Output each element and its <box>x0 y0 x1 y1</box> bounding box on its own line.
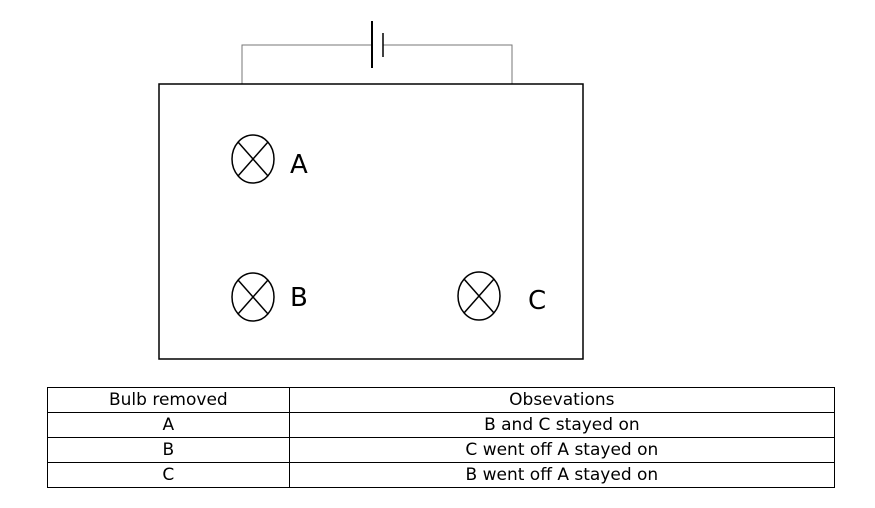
header-bulb-removed: Bulb removed <box>47 387 290 413</box>
bulb-b-label: B <box>290 283 308 313</box>
table-row: B C went off A stayed on <box>47 437 836 463</box>
cell-bulb-removed: A <box>47 412 290 438</box>
battery-icon <box>371 21 384 68</box>
cell-observation: B and C stayed on <box>288 412 836 438</box>
bulb-a-icon <box>231 134 275 184</box>
cell-observation: B went off A stayed on <box>288 462 836 488</box>
observations-table: Bulb removed Obsevations A B and C staye… <box>47 387 836 488</box>
table-header-row: Bulb removed Obsevations <box>47 387 836 413</box>
circuit-diagram: A B C <box>158 21 584 360</box>
cell-bulb-removed: B <box>47 437 290 463</box>
table-row: A B and C stayed on <box>47 412 836 438</box>
cell-bulb-removed: C <box>47 462 290 488</box>
bulb-a-label: A <box>290 150 308 180</box>
battery-wire <box>241 44 513 84</box>
bulb-c-icon <box>457 271 501 321</box>
header-observations: Obsevations <box>288 387 836 413</box>
table-row: C B went off A stayed on <box>47 462 836 488</box>
bulb-b-icon <box>231 272 275 322</box>
circuit-frame <box>158 83 584 360</box>
cell-observation: C went off A stayed on <box>288 437 836 463</box>
bulb-c-label: C <box>528 286 546 316</box>
